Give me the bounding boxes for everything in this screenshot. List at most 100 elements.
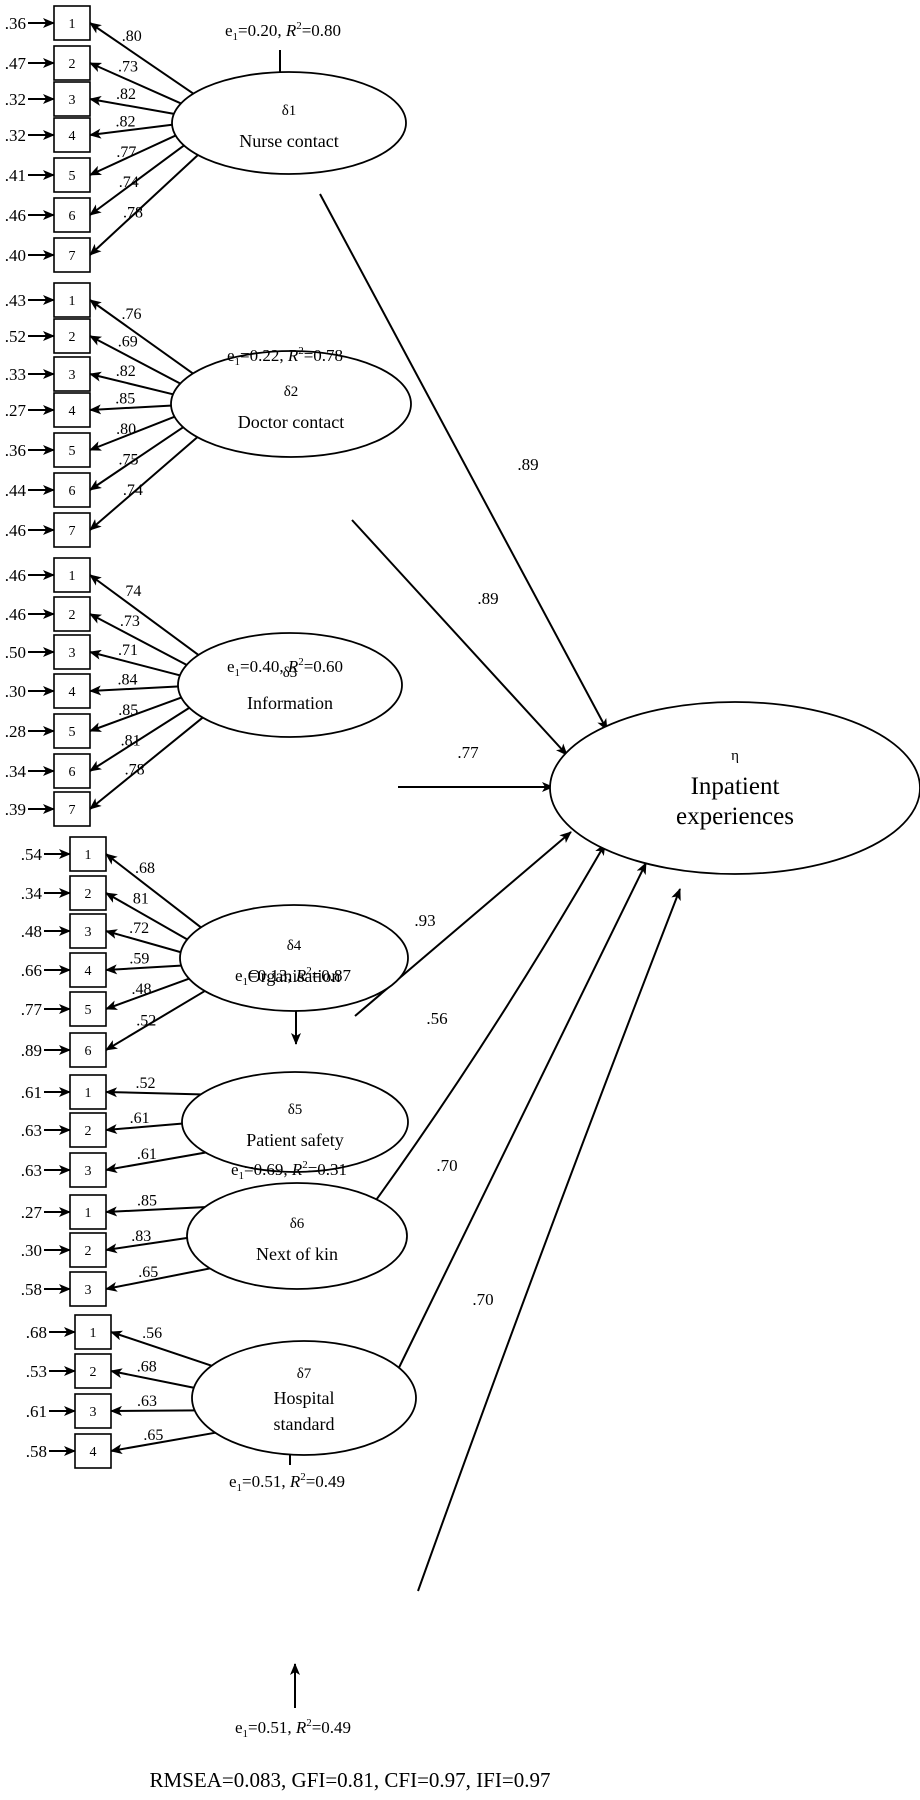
factor-loading-label: .48 (132, 981, 152, 998)
fit-statistics: RMSEA=0.083, GFI=0.81, CFI=0.97, IFI=0.9… (150, 1768, 551, 1792)
indicator-label: 2 (85, 887, 92, 902)
indicator-box (53, 791, 91, 827)
factor-5-residual-annotation: e1=0.69, R2=0.31 (231, 1159, 347, 1182)
factor-6-ellipse (186, 1182, 408, 1290)
factor-4-ellipse (179, 904, 409, 1012)
factor-1-ellipse (171, 71, 407, 175)
path-coefficient-5: .56 (426, 1009, 447, 1028)
indicator-box (53, 512, 91, 548)
structural-path-2 (351, 519, 568, 756)
loading-arrow (105, 892, 191, 942)
indicator-box (69, 991, 107, 1027)
structural-path-7 (417, 888, 681, 1592)
indicator-box (53, 5, 91, 41)
loading-arrow (89, 371, 177, 397)
loading-arrow (110, 1431, 219, 1455)
indicator-box (53, 356, 91, 392)
error-variance-label: .54 (21, 845, 43, 864)
outcome-ellipse (549, 701, 920, 875)
indicator-box (69, 1152, 107, 1188)
error-variance-label: .63 (21, 1161, 42, 1180)
loading-arrow (105, 853, 204, 930)
indicator-label: 3 (69, 93, 76, 108)
factor-loading-label: .78 (125, 761, 145, 778)
loading-arrow (89, 133, 180, 176)
error-variance-label: .89 (21, 1041, 42, 1060)
indicator-box (69, 1112, 107, 1148)
loading-arrow (89, 62, 185, 106)
error-variance-label: .46 (5, 566, 26, 585)
factor-loading-label: .72 (129, 920, 149, 937)
factor-6-symbol: δ6 (290, 1216, 305, 1232)
indicator-box (53, 197, 91, 233)
factor-loading-label: .69 (118, 334, 138, 351)
factor-loading-label: .63 (137, 1393, 157, 1410)
error-variance-label: .66 (21, 961, 42, 980)
loading-arrow (105, 964, 186, 975)
indicator-label: 3 (85, 925, 92, 940)
loading-arrow (110, 1368, 198, 1390)
factor-loading-label: 74 (125, 583, 141, 600)
factor-loading-label: .59 (129, 951, 149, 968)
factor-3-name: Information (247, 693, 333, 713)
factor-2-name: Doctor contact (238, 412, 344, 432)
loading-arrow (89, 574, 202, 658)
loading-arrow (105, 1205, 210, 1217)
indicator-box (53, 753, 91, 789)
factor-loading-label: .65 (138, 1264, 158, 1281)
indicator-label: 2 (69, 57, 76, 72)
factor-loading-label: .75 (119, 451, 139, 468)
indicator-label: 3 (85, 1164, 92, 1179)
indicator-label: 6 (69, 209, 76, 224)
indicator-box (53, 157, 91, 193)
factor-loading-label: .82 (116, 86, 136, 103)
indicator-box (74, 1433, 112, 1469)
error-variance-label: .40 (5, 246, 26, 265)
loading-arrow (89, 685, 183, 696)
error-variance-label: .33 (5, 365, 26, 384)
indicator-box (74, 1393, 112, 1429)
indicator-label: 7 (69, 803, 76, 818)
indicator-label: 5 (85, 1003, 92, 1018)
path-coefficient-4: .93 (414, 911, 435, 930)
factor-loading-label: .52 (136, 1013, 156, 1030)
factor-loading-label: .74 (123, 482, 143, 499)
indicator-label: 5 (69, 444, 76, 459)
error-variance-label: .46 (5, 206, 26, 225)
loading-arrow (105, 1236, 192, 1254)
indicator-label: 7 (69, 249, 76, 264)
indicator-label: 2 (90, 1365, 97, 1380)
loading-arrow (105, 1087, 205, 1098)
error-variance-label: .30 (5, 682, 26, 701)
indicator-box (69, 875, 107, 911)
indicator-label: 6 (85, 1044, 92, 1059)
loading-arrow (89, 414, 179, 451)
outcome-name-line-2: experiences (676, 803, 794, 830)
error-variance-label: .52 (5, 327, 26, 346)
factor-loading-label: .85 (137, 1192, 157, 1209)
factor-3-ellipse (177, 632, 403, 738)
indicator-box (53, 81, 91, 117)
indicator-label: 4 (69, 404, 76, 419)
loading-arrow (110, 1330, 215, 1368)
factor-7-name-line-2: standard (274, 1414, 335, 1434)
loading-arrow (105, 988, 208, 1051)
factor-6-name: Next of kin (256, 1244, 338, 1264)
indicator-box (53, 318, 91, 354)
loading-arrow (89, 299, 196, 376)
indicator-box (53, 596, 91, 632)
loading-arrow (105, 929, 185, 955)
error-variance-label: .46 (5, 521, 26, 540)
factor-3-residual-annotation: e1=0.40, R2=0.60 (227, 656, 343, 679)
indicator-box (74, 1314, 112, 1350)
indicator-box (69, 913, 107, 949)
path-coefficient-1: .89 (517, 455, 538, 474)
indicator-box (69, 1194, 107, 1230)
factor-loading-label: .61 (130, 1110, 150, 1127)
structural-path-6 (388, 862, 647, 1389)
error-variance-label: .36 (5, 14, 26, 33)
factor-loading-label: .68 (137, 1359, 157, 1376)
path-coefficient-3: .77 (457, 743, 479, 762)
indicator-box (69, 1232, 107, 1268)
factor-4-name: Organisation (248, 966, 341, 986)
